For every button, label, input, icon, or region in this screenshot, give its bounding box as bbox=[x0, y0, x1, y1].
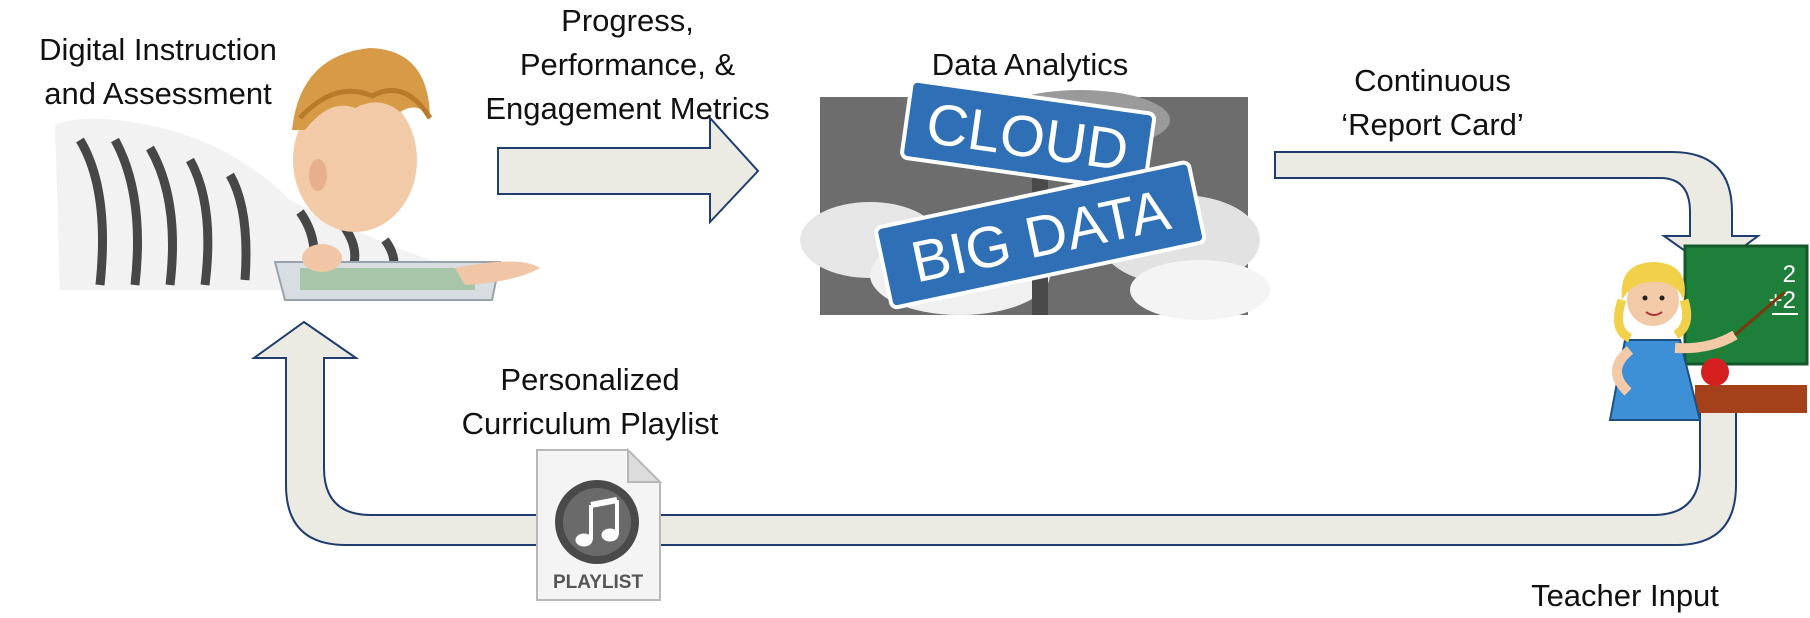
playlist-caption-line-1: Personalized bbox=[500, 362, 680, 397]
playlist-icon: PLAYLIST bbox=[536, 447, 663, 601]
metrics-label: Progress, Performance, & Engagement Metr… bbox=[455, 0, 800, 131]
report-card-label: Continuous ‘Report Card’ bbox=[1290, 59, 1575, 147]
chalkboard-sum-top: 2 bbox=[1783, 261, 1796, 288]
return-loop-arrow bbox=[250, 320, 1737, 546]
data-analytics-line-1: Data Analytics bbox=[931, 47, 1129, 82]
playlist-icon-text: PLAYLIST bbox=[553, 572, 643, 593]
teacher-input-line-1: Teacher Input bbox=[1531, 578, 1719, 613]
teacher-input-label: Teacher Input bbox=[1500, 574, 1750, 618]
playlist-caption-line-2: Curriculum Playlist bbox=[461, 406, 719, 441]
metrics-line-2: Performance, & bbox=[519, 47, 736, 82]
digital-instruction-label: Digital Instruction and Assessment bbox=[8, 28, 308, 116]
report-card-line-2: ‘Report Card’ bbox=[1341, 107, 1524, 142]
digital-instruction-line-2: and Assessment bbox=[44, 76, 272, 111]
chalkboard-sum-bottom: +2 bbox=[1769, 287, 1796, 314]
teacher-image: 2 +2 bbox=[1608, 244, 1809, 421]
playlist-caption-label: Personalized Curriculum Playlist bbox=[425, 358, 755, 446]
data-analytics-label: Data Analytics bbox=[880, 43, 1180, 87]
metrics-arrow bbox=[497, 115, 760, 225]
digital-instruction-line-1: Digital Instruction bbox=[39, 32, 277, 67]
big-data-sign-image: CLOUD BIG DATA bbox=[800, 78, 1270, 320]
child-tablet-image bbox=[55, 48, 540, 301]
report-card-line-1: Continuous bbox=[1354, 63, 1511, 98]
metrics-line-1: Progress, bbox=[561, 3, 694, 38]
metrics-line-3: Engagement Metrics bbox=[485, 91, 770, 126]
